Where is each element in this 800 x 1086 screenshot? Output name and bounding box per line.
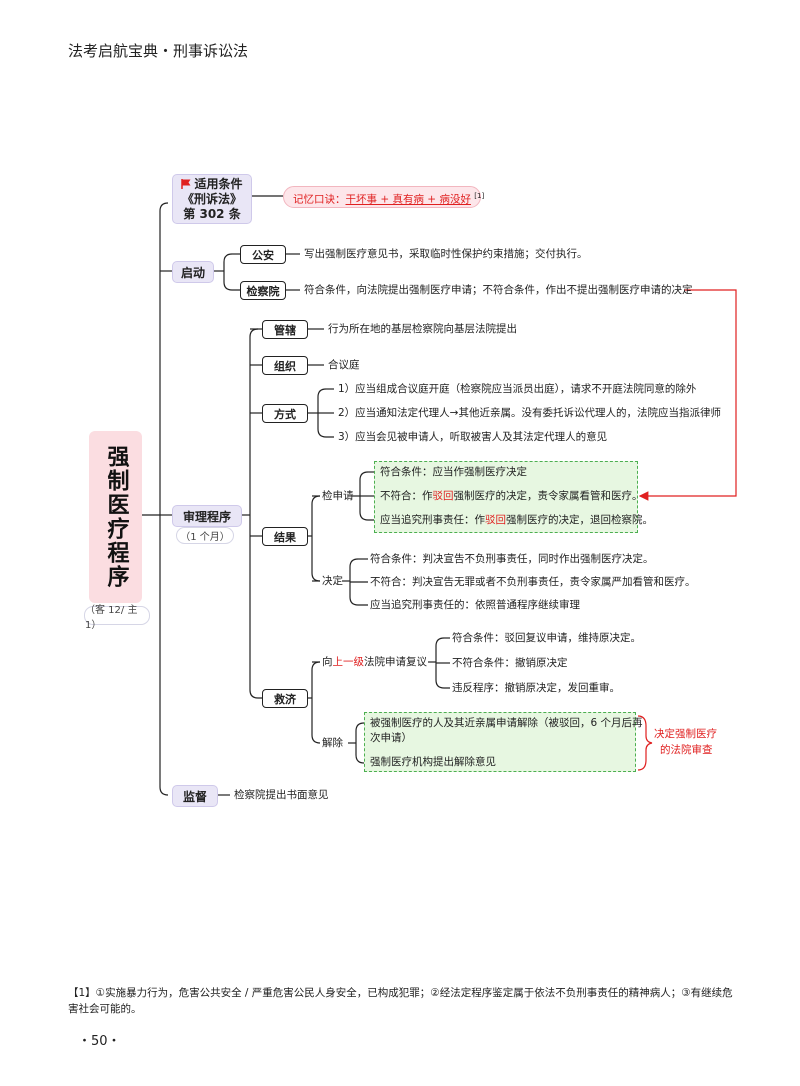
trial-tag: （1 个月） — [176, 527, 234, 544]
footnote: 【1】①实施暴力行为，危害公共安全 / 严重危害公民人身安全，已构成犯罪；②经法… — [68, 987, 733, 1015]
police-text: 写出强制医疗意见书，采取临时性保护约束措施；交付执行。 — [304, 248, 588, 260]
supervision-text: 检察院提出书面意见 — [234, 789, 329, 801]
police-node: 公安 — [240, 245, 286, 264]
release-box — [364, 712, 636, 772]
check-application-box — [374, 461, 638, 533]
root-tag: （客 12/ 主 1） — [84, 605, 150, 631]
flag-icon — [181, 179, 191, 189]
decision-item: 不符合：判决宣告无罪或者不负刑事责任，责令家属严加看管和医疗。 — [370, 576, 696, 588]
method-node: 方式 — [262, 404, 308, 423]
jurisdiction-text: 行为所在地的基层检察院向基层法院提出 — [328, 323, 517, 335]
decision-item: 应当追究刑事责任的：依照普通程序继续审理 — [370, 599, 580, 611]
page-number: ・50・ — [78, 1034, 121, 1049]
release-item: 被强制医疗的人及其近亲属申请解除（被驳回，6 个月后再 — [370, 717, 643, 729]
jurisdiction-node: 管辖 — [262, 320, 308, 339]
page-header: 法考启航宝典・刑事诉讼法 — [68, 42, 249, 60]
method-item: 3）应当会见被申请人，听取被害人及其法定代理人的意见 — [338, 431, 608, 443]
organization-text: 合议庭 — [328, 359, 360, 371]
decision-label: 决定 — [322, 575, 343, 587]
check-application-label: 检申请 — [322, 490, 354, 502]
mnemonic-pill — [283, 186, 481, 208]
decision-item: 符合条件：判决宣告不负刑事责任，同时作出强制医疗决定。 — [370, 553, 654, 565]
check-item: 符合条件：应当作强制医疗决定 — [380, 466, 527, 478]
trial-node: 审理程序 — [172, 505, 242, 527]
result-node: 结果 — [262, 527, 308, 546]
procuratorate-node: 检察院 — [240, 281, 286, 300]
review-label: 向上一级法院申请复议 — [322, 656, 427, 668]
review-item: 符合条件：驳回复议申请，维持原决定。 — [452, 632, 641, 644]
organization-node: 组织 — [262, 356, 308, 375]
procuratorate-text: 符合条件，向法院提出强制医疗申请；不符合条件，作出不提出强制医疗申请的决定 — [304, 284, 693, 296]
method-item: 1）应当组成合议庭开庭（检察院应当派员出庭），请求不开庭法院同意的除外 — [338, 383, 697, 395]
release-item: 强制医疗机构提出解除意见 — [370, 756, 496, 768]
release-label: 解除 — [322, 737, 343, 749]
release-item: 次申请） — [370, 732, 412, 744]
root-title: 强制医疗程序 — [103, 445, 129, 589]
root-node: 强制医疗程序 — [89, 431, 142, 603]
remedy-node: 救济 — [262, 689, 308, 708]
mnemonic: 记忆口诀：干坏事 + 真有病 + 病没好 [1] — [293, 192, 485, 206]
review-item: 不符合条件：撤销原决定 — [452, 657, 568, 669]
review-item: 违反程序：撤销原决定，发回重审。 — [452, 682, 620, 694]
supervision-node: 监督 — [172, 785, 218, 807]
release-note: 的法院审查 — [660, 744, 713, 756]
check-item: 不符合：作驳回强制医疗的决定，责令家属看管和医疗。 — [380, 490, 643, 502]
check-item: 应当追究刑事责任：作驳回强制医疗的决定，退回检察院。 — [380, 514, 653, 526]
release-note: 决定强制医疗 — [654, 728, 717, 740]
start-node: 启动 — [172, 261, 214, 283]
method-item: 2）应当通知法定代理人→其他近亲属。没有委托诉讼代理人的，法院应当指派律师 — [338, 407, 721, 419]
condition-node: 适用条件 《刑诉法》 第 302 条 — [172, 174, 252, 224]
